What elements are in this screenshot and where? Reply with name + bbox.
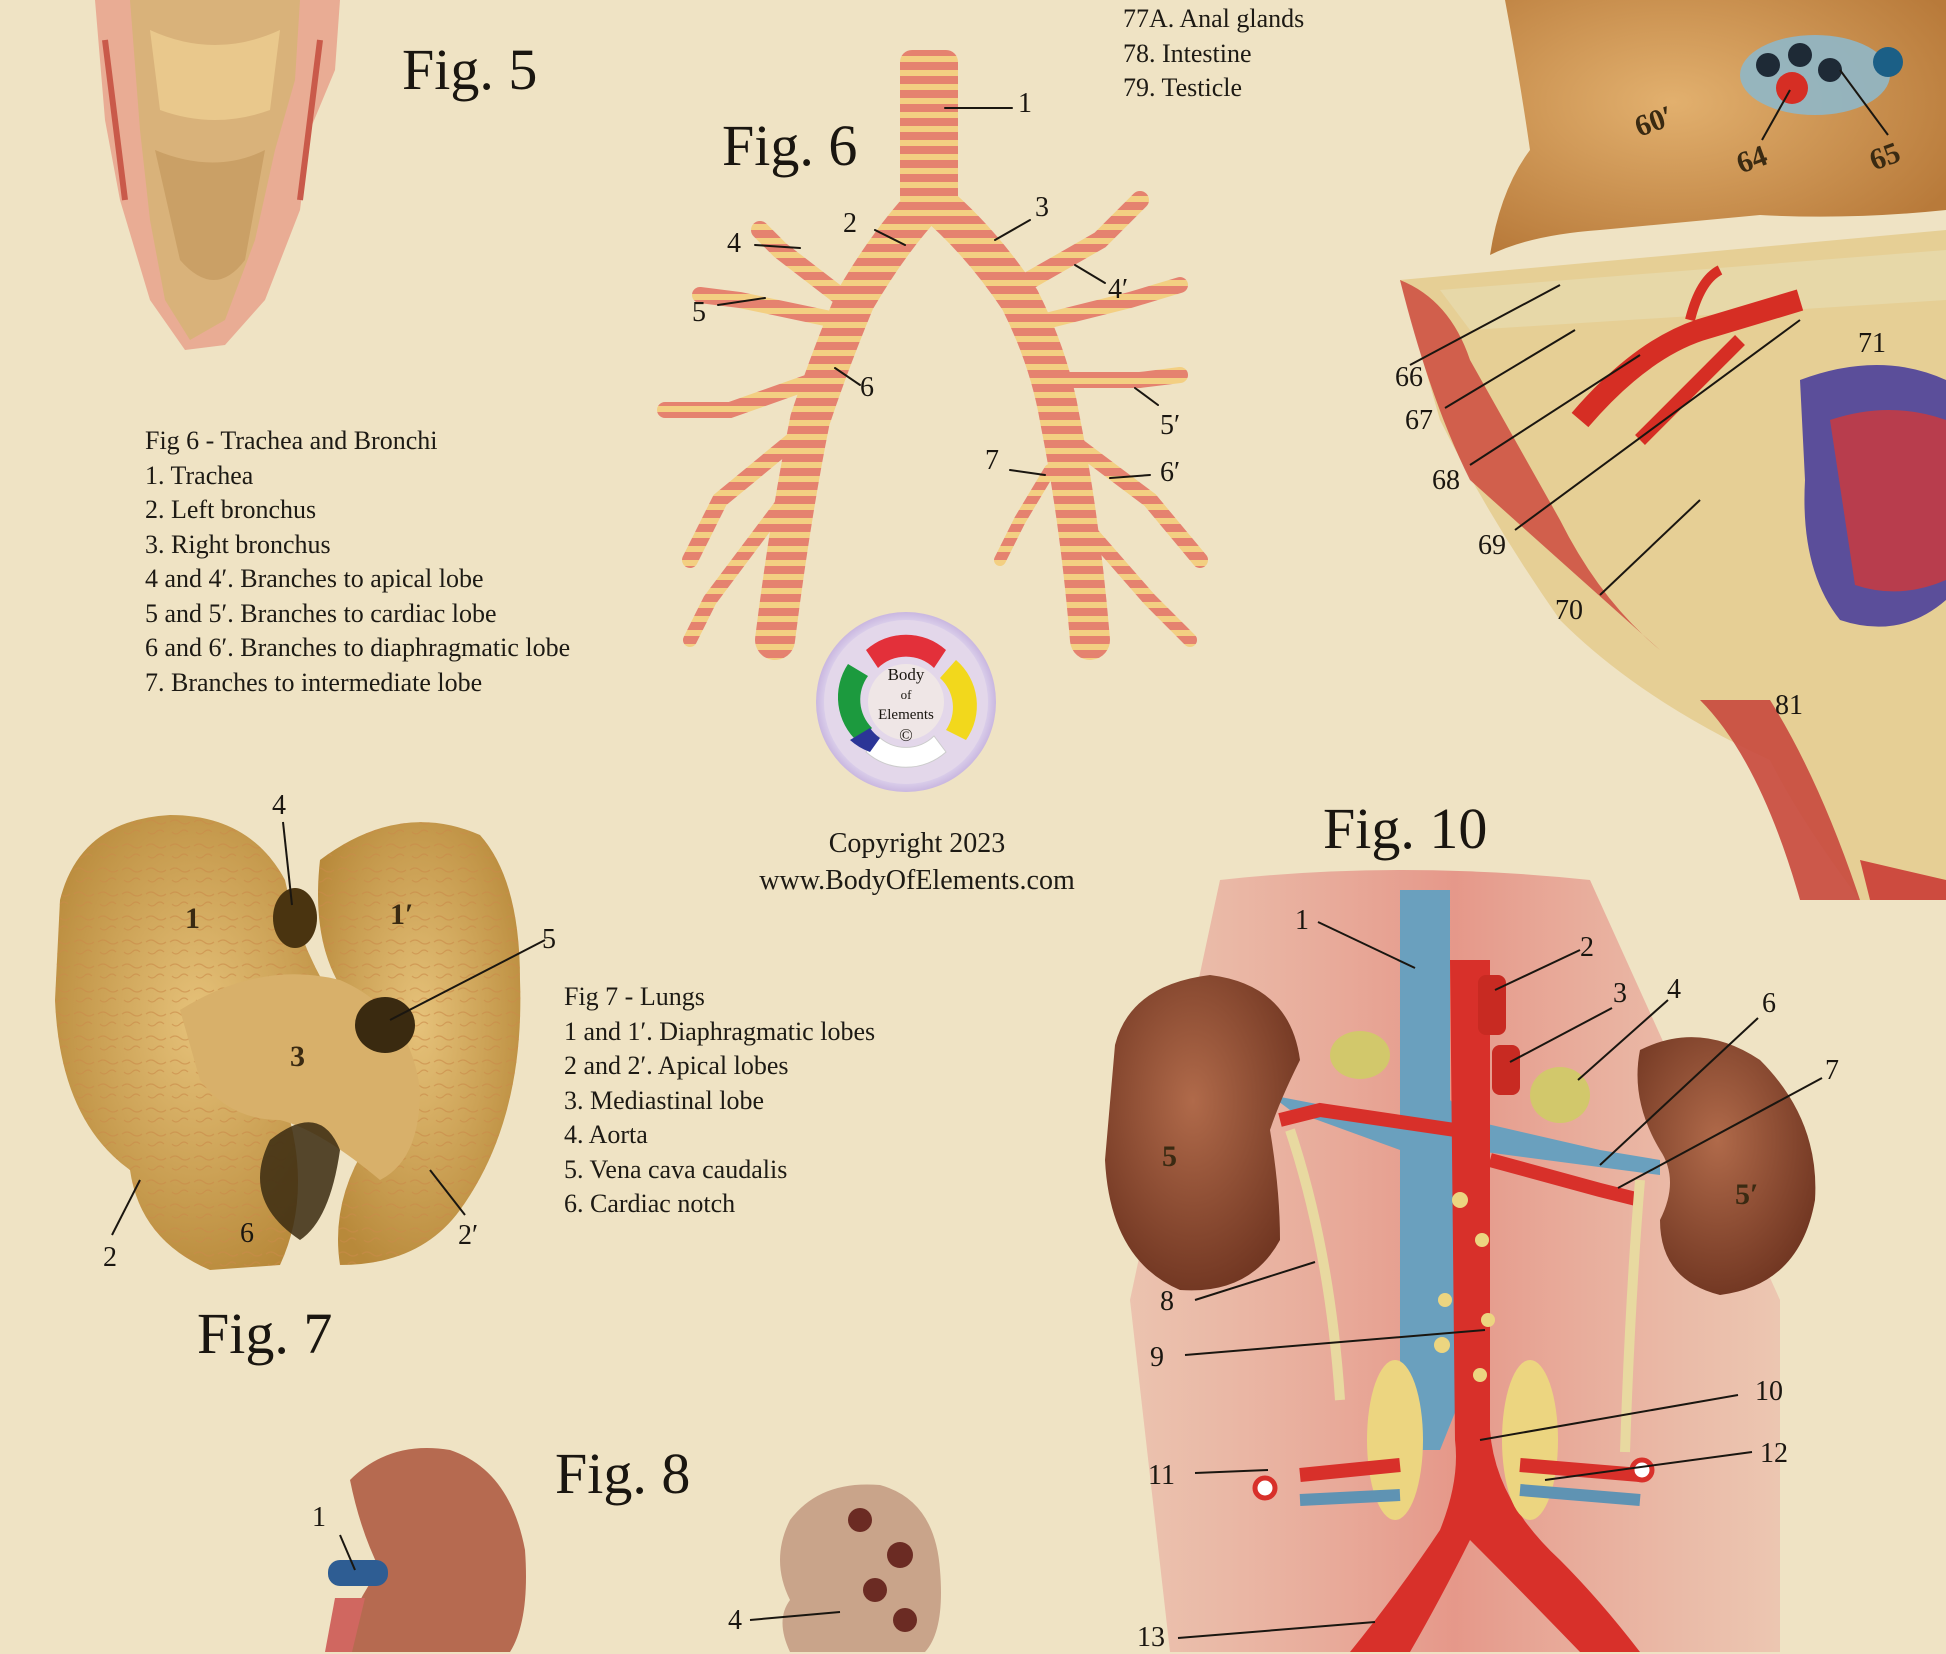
fig10-label: 13 xyxy=(1137,1622,1165,1653)
fig6-legend-item: 5 and 5′. Branches to cardiac lobe xyxy=(145,598,497,628)
fig10-label: 5′ xyxy=(1735,1178,1759,1211)
fig7-legend-title: Fig 7 - Lungs xyxy=(564,982,705,1011)
fig7-legend-item: 5. Vena cava caudalis xyxy=(564,1154,788,1184)
fig6-label: 4 xyxy=(727,228,741,259)
fig6-label: 6 xyxy=(860,372,874,403)
logo-line2: of xyxy=(900,687,912,702)
fig7-legend-item: 4. Aorta xyxy=(564,1120,648,1149)
fig7-label: 2 xyxy=(103,1242,117,1273)
heart-label: 67 xyxy=(1405,405,1433,436)
fig7-lungs-illustration xyxy=(55,815,546,1270)
fig7-legend-item: 2 and 2′. Apical lobes xyxy=(564,1051,789,1080)
fig5-title: Fig. 5 xyxy=(402,37,538,102)
fig10-label: 8 xyxy=(1160,1286,1174,1317)
fig10-label: 4 xyxy=(1667,974,1681,1005)
fig10-label: 12 xyxy=(1760,1438,1788,1469)
fig6-title: Fig. 6 xyxy=(722,113,858,178)
heart-label: 70 xyxy=(1555,595,1583,626)
fig7-label: 1′ xyxy=(390,898,414,931)
copyright-block: Copyright 2023 www.BodyOfElements.com xyxy=(707,825,1127,899)
fig6-legend-item: 6 and 6′. Branches to diaphragmatic lobe xyxy=(145,633,571,662)
heart-region-illustration xyxy=(1400,0,1946,900)
logo-line1: Body xyxy=(887,665,925,684)
fig10-kidneys-illustration xyxy=(1105,870,1823,1652)
heart-label: 66 xyxy=(1395,362,1423,393)
fig10-label: 10 xyxy=(1755,1376,1783,1407)
fig7-label: 4 xyxy=(272,790,286,821)
fig6-legend-item: 4 and 4′. Branches to apical lobe xyxy=(145,564,484,593)
fig7-legend-item: 3. Mediastinal lobe xyxy=(564,1085,765,1115)
top-legend-item: 77A. Anal glands xyxy=(1123,4,1305,33)
fig7-title: Fig. 7 xyxy=(197,1301,333,1366)
heart-label: 69 xyxy=(1478,530,1506,561)
fig6-label: 5′ xyxy=(1160,410,1181,441)
fig8-label: 4 xyxy=(728,1605,742,1636)
fig6-bronchi-illustration xyxy=(657,50,1208,660)
copyright-line: Copyright 2023 xyxy=(828,828,1006,859)
fig6-label: 5 xyxy=(692,297,706,328)
top-legend-item: 78. Intestine xyxy=(1123,38,1252,68)
fig7-label: 1 xyxy=(185,902,200,935)
fig7-label: 6 xyxy=(240,1218,254,1249)
fig6-legend-item: 7. Branches to intermediate lobe xyxy=(145,667,483,697)
fig8-title: Fig. 8 xyxy=(555,1441,691,1506)
fig7-label: 5 xyxy=(542,924,556,955)
heart-label: 68 xyxy=(1432,465,1460,496)
fig10-label: 7 xyxy=(1825,1055,1839,1086)
fig10-label: 3 xyxy=(1613,978,1627,1009)
fig10-label: 2 xyxy=(1580,932,1594,963)
fig8-kidneys-illustration xyxy=(325,1448,941,1652)
fig6-legend-title: Fig 6 - Trachea and Bronchi xyxy=(145,426,438,455)
fig7-legend-item: 1 and 1′. Diaphragmatic lobes xyxy=(564,1016,876,1046)
logo-emblem xyxy=(816,612,996,792)
top-legend: 77A. Anal glands 78. Intestine 79. Testi… xyxy=(1123,2,1304,106)
trachea-shape xyxy=(900,50,958,210)
fig6-label: 2 xyxy=(843,208,857,239)
logo-text: Body of Elements © xyxy=(866,665,946,745)
fig10-label: 11 xyxy=(1148,1460,1175,1491)
fig6-legend: Fig 6 - Trachea and Bronchi 1. Trachea 2… xyxy=(145,424,570,700)
heart-label: 71 xyxy=(1858,328,1886,359)
fig6-label: 6′ xyxy=(1160,457,1181,488)
fig5-joint-illustration xyxy=(95,0,340,350)
fig6-label: 7 xyxy=(985,445,999,476)
website-url: www.BodyOfElements.com xyxy=(759,865,1075,896)
fig7-label: 3 xyxy=(290,1040,305,1073)
fig6-legend-item: 3. Right bronchus xyxy=(145,529,331,559)
fig7-label: 2′ xyxy=(458,1220,479,1251)
logo-line3: Elements xyxy=(878,707,934,723)
fig7-legend-item: 6. Cardiac notch xyxy=(564,1189,736,1218)
fig7-legend: Fig 7 - Lungs 1 and 1′. Diaphragmatic lo… xyxy=(564,980,875,1222)
fig6-label: 1 xyxy=(1018,88,1032,119)
fig8-label: 1 xyxy=(312,1502,326,1533)
fig10-label: 5 xyxy=(1162,1140,1177,1173)
fig6-legend-item: 2. Left bronchus xyxy=(145,495,317,524)
fig10-label: 6 xyxy=(1762,988,1776,1019)
fig10-label: 1 xyxy=(1295,905,1309,936)
fig10-label: 9 xyxy=(1150,1342,1164,1373)
fig10-title: Fig. 10 xyxy=(1323,796,1488,861)
top-legend-item: 79. Testicle xyxy=(1123,73,1243,102)
fig6-label: 3 xyxy=(1035,192,1049,223)
heart-label: 81 xyxy=(1775,690,1803,721)
copyright-symbol: © xyxy=(899,725,913,745)
fig6-label: 4′ xyxy=(1108,274,1129,305)
fig6-legend-item: 1. Trachea xyxy=(145,460,254,490)
